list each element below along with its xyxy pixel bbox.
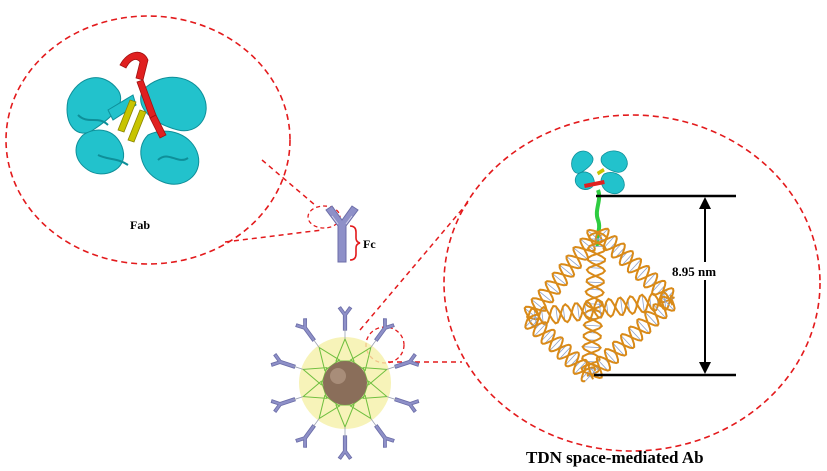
arrow-head-down bbox=[699, 362, 711, 374]
tether-line bbox=[312, 418, 320, 427]
small-antibody-icon bbox=[337, 435, 353, 460]
height-measurement: 8.95 nm bbox=[594, 194, 736, 377]
fc-brace bbox=[349, 225, 361, 261]
fab-ribbon-icon bbox=[66, 51, 207, 185]
fab-small-icon bbox=[571, 150, 628, 194]
dna-backbone-strand bbox=[587, 299, 676, 380]
particle-antibodies bbox=[270, 306, 420, 460]
caption: TDN space-mediated Ab bbox=[526, 448, 704, 467]
dna-backbone-strand bbox=[527, 292, 673, 328]
y-antibody-icon bbox=[325, 205, 359, 263]
small-antibody-icon bbox=[394, 397, 420, 414]
tether-line bbox=[386, 396, 397, 401]
fab-connector-top bbox=[261, 159, 316, 206]
small-antibody-icon bbox=[394, 352, 420, 369]
tdn-spike bbox=[362, 380, 389, 399]
tether-line bbox=[386, 365, 397, 370]
tdn-connector-top bbox=[359, 199, 471, 331]
fc-label: Fc bbox=[363, 237, 376, 251]
particle-core bbox=[323, 361, 367, 405]
small-antibody-icon bbox=[270, 397, 296, 414]
distance-label: 8.95 nm bbox=[672, 264, 716, 279]
fab-zoom-bubble bbox=[5, 15, 323, 265]
small-antibody-icon bbox=[295, 424, 316, 448]
dna-tetrahedron-icon bbox=[523, 227, 676, 383]
nanoparticle-icon bbox=[270, 306, 420, 460]
small-antibody-icon bbox=[270, 352, 296, 369]
dna-backbone-strand bbox=[527, 313, 588, 383]
tdn-spike bbox=[301, 367, 328, 386]
small-antibody-icon bbox=[374, 424, 395, 448]
small-antibody-icon bbox=[337, 306, 353, 331]
tdn-bubble-outline bbox=[443, 114, 821, 452]
fab-bubble-outline bbox=[5, 15, 291, 265]
tether-line bbox=[293, 365, 304, 370]
tether-line bbox=[312, 339, 320, 348]
linker-strand bbox=[594, 189, 602, 247]
small-antibody-icon bbox=[295, 318, 316, 342]
dna-backbone-strand bbox=[527, 290, 674, 327]
dna-backbone-strand bbox=[594, 231, 675, 304]
tether-line bbox=[370, 339, 378, 348]
tdn-spike bbox=[362, 367, 389, 386]
dna-backbone-strand bbox=[586, 295, 673, 380]
fab-label: Fab bbox=[130, 218, 150, 232]
small-antibody-icon bbox=[374, 318, 395, 342]
arrow-head-up bbox=[699, 197, 711, 209]
tether-line bbox=[293, 396, 304, 401]
dna-backbone-strand bbox=[524, 317, 596, 375]
tether-line bbox=[370, 418, 378, 427]
tdn-zoom-bubble bbox=[359, 114, 821, 452]
fab-connector-bottom bbox=[224, 229, 323, 243]
tdn-spike bbox=[301, 380, 328, 399]
